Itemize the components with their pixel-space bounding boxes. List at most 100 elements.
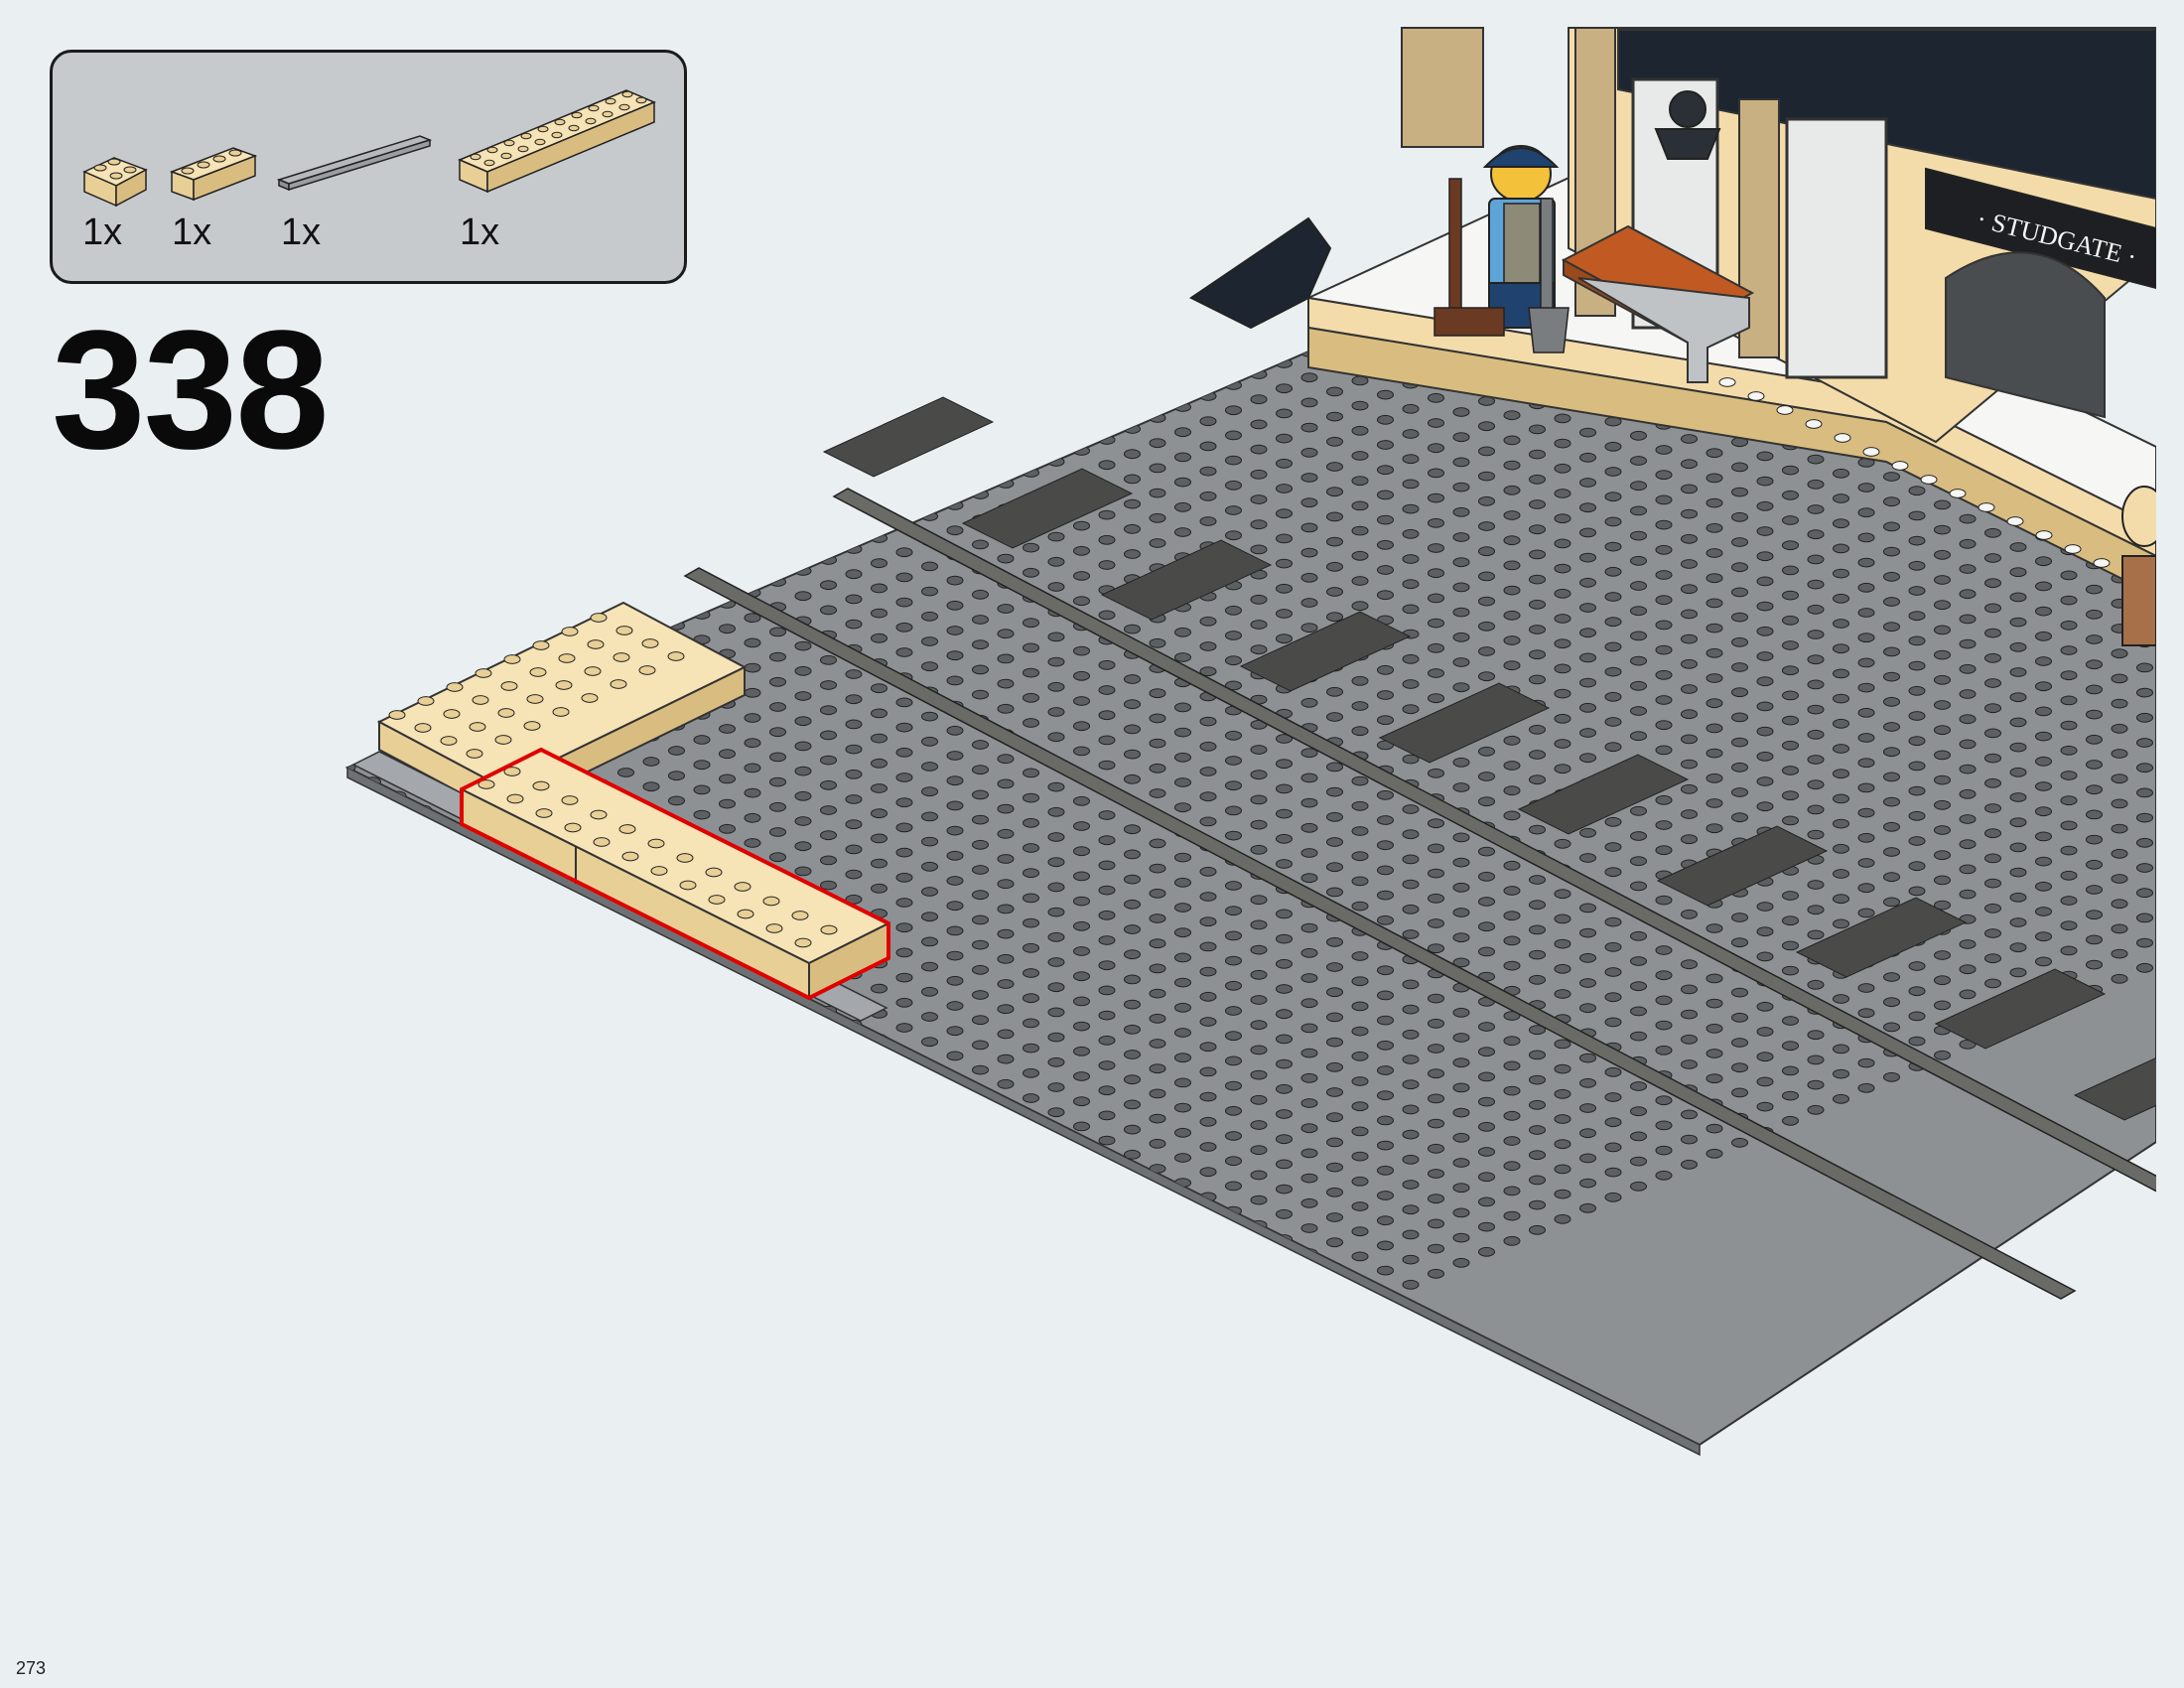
stud bbox=[1326, 712, 1343, 722]
stud bbox=[1756, 1076, 1774, 1087]
stud bbox=[1452, 407, 1470, 417]
stud bbox=[1655, 669, 1673, 680]
stud bbox=[1807, 1104, 1825, 1115]
stud bbox=[921, 636, 938, 646]
stud bbox=[1452, 607, 1470, 618]
stud bbox=[1073, 571, 1090, 581]
stud bbox=[1857, 1057, 1875, 1068]
stud bbox=[1833, 619, 1849, 629]
stud bbox=[1579, 827, 1596, 838]
stud bbox=[1959, 814, 1977, 824]
stud bbox=[1174, 652, 1191, 662]
stud bbox=[1478, 621, 1495, 632]
stud bbox=[1776, 405, 1794, 415]
stud bbox=[1428, 418, 1444, 428]
stud bbox=[997, 629, 1015, 639]
stud bbox=[1023, 968, 1039, 978]
stud bbox=[1604, 691, 1622, 702]
stud bbox=[584, 666, 602, 676]
stud bbox=[921, 1012, 938, 1022]
stud bbox=[1452, 1033, 1470, 1043]
highlighted-new-bricks[interactable] bbox=[459, 747, 891, 1001]
stud bbox=[1857, 733, 1875, 743]
stud bbox=[895, 797, 913, 808]
stud bbox=[1807, 729, 1825, 740]
stud bbox=[1377, 1165, 1394, 1176]
stud bbox=[1047, 957, 1065, 967]
stud bbox=[2162, 628, 2178, 636]
stud bbox=[1478, 796, 1495, 807]
stud bbox=[946, 876, 964, 886]
stud bbox=[2009, 767, 2027, 777]
stud bbox=[1984, 753, 2001, 764]
stud bbox=[1529, 824, 1546, 835]
stud bbox=[2162, 878, 2178, 887]
stud bbox=[1174, 1127, 1191, 1138]
stud bbox=[972, 639, 989, 650]
stud bbox=[1402, 1180, 1420, 1190]
stud bbox=[1529, 1175, 1546, 1186]
stud bbox=[1883, 521, 1900, 532]
stud bbox=[443, 709, 461, 719]
stud bbox=[1883, 872, 1900, 883]
stud bbox=[2086, 934, 2103, 945]
stud bbox=[895, 747, 913, 758]
stud bbox=[1782, 540, 1799, 551]
tan-brick-2x10-icon bbox=[458, 89, 656, 194]
stud bbox=[2136, 687, 2153, 698]
stud bbox=[1377, 664, 1394, 675]
stud bbox=[1478, 1196, 1495, 1207]
stud bbox=[1326, 1212, 1343, 1222]
track-sleeper bbox=[1517, 754, 1690, 835]
stud bbox=[1023, 667, 1039, 678]
stud bbox=[1326, 536, 1343, 547]
stud bbox=[534, 138, 546, 146]
stud bbox=[1047, 632, 1065, 642]
stud bbox=[1655, 745, 1673, 756]
stud bbox=[588, 104, 600, 112]
stud bbox=[1604, 1167, 1622, 1178]
stud bbox=[2035, 907, 2052, 916]
stud bbox=[1478, 596, 1495, 607]
minifigure-partial bbox=[2121, 486, 2156, 646]
stud bbox=[1554, 989, 1571, 999]
stud bbox=[1149, 1113, 1166, 1124]
stud bbox=[1047, 457, 1065, 467]
stud bbox=[1579, 728, 1596, 738]
stud bbox=[1452, 832, 1470, 843]
stud bbox=[1731, 762, 1748, 773]
stud bbox=[2136, 888, 2153, 899]
stud bbox=[1883, 897, 1900, 908]
stud bbox=[1428, 1093, 1444, 1104]
stud bbox=[1579, 753, 1596, 764]
stud bbox=[1934, 549, 1951, 560]
stud bbox=[1225, 930, 1242, 941]
stud bbox=[1604, 967, 1622, 977]
stud bbox=[1225, 1080, 1242, 1091]
stud bbox=[1554, 614, 1571, 624]
stud bbox=[1782, 1090, 1799, 1101]
stud bbox=[1782, 465, 1799, 476]
stud bbox=[2086, 760, 2103, 770]
stud bbox=[1934, 625, 1951, 635]
stud bbox=[1326, 511, 1343, 522]
stud bbox=[1706, 623, 1723, 633]
stud bbox=[2060, 745, 2078, 756]
stud bbox=[921, 611, 938, 622]
stud bbox=[1883, 847, 1900, 857]
stud bbox=[668, 945, 685, 956]
stud bbox=[2009, 792, 2027, 802]
stud bbox=[1326, 862, 1343, 873]
railway-track bbox=[683, 396, 2156, 1300]
stud bbox=[1554, 688, 1571, 699]
stud bbox=[2136, 962, 2153, 973]
stud bbox=[1250, 895, 1268, 906]
stud bbox=[1351, 851, 1369, 862]
stud bbox=[871, 1058, 887, 1069]
stud bbox=[1934, 499, 1951, 510]
stud bbox=[1782, 565, 1799, 576]
stud bbox=[997, 1004, 1015, 1015]
stud bbox=[2086, 709, 2103, 720]
stud bbox=[1300, 547, 1318, 558]
stud bbox=[744, 787, 761, 798]
